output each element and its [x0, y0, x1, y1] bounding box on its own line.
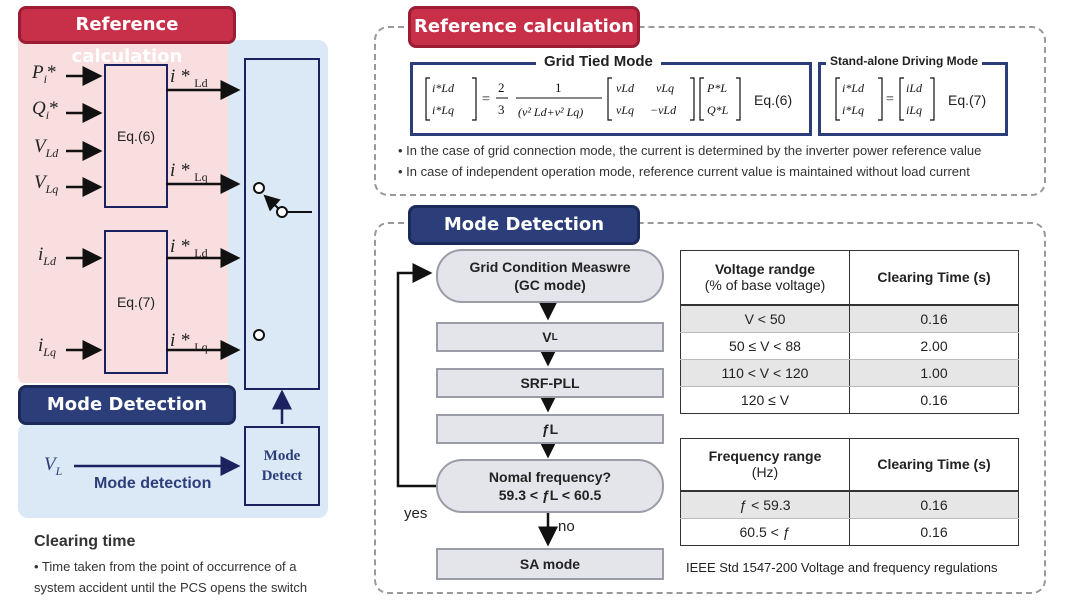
- frequency-table-header-range: Frequency range (Hz): [680, 438, 850, 492]
- eq7-label: Eq.(7): [116, 294, 156, 310]
- switch-pivot: [276, 206, 288, 218]
- mode-detection-label: Mode detection: [94, 475, 212, 492]
- sa-mode-node: SA mode: [436, 548, 664, 580]
- mode-detect-block: Mode Detect: [244, 426, 320, 506]
- svg-text:−vLd: −vLd: [650, 103, 677, 117]
- mode-detect-line2: Detect: [261, 468, 303, 484]
- svg-text:i*Ld: i*Ld: [842, 81, 865, 95]
- frequency-table: Frequency range (Hz) Clearing Time (s) ƒ…: [680, 438, 1019, 546]
- equation-6-number: Eq.(6): [754, 92, 793, 108]
- clearing-time-text-2: system accident until the PCS opens the …: [34, 580, 308, 595]
- mode-detect-line1: Mode: [263, 448, 301, 464]
- clearing-time-text-1: • Time taken from the point of occurrenc…: [34, 559, 297, 574]
- svg-text:vLq: vLq: [616, 103, 634, 117]
- right-reference-title: Reference calculation: [408, 6, 640, 48]
- normal-frequency-node: Nomal frequency? 59.3 < ƒL < 60.5: [436, 459, 664, 513]
- svg-text:3: 3: [498, 102, 505, 117]
- input-ild: iLd: [38, 244, 56, 268]
- clearing-time-title: Clearing time: [34, 533, 136, 550]
- svg-text:P*L: P*L: [706, 81, 727, 95]
- output-ilq-ref-1: i * Lq: [170, 160, 208, 184]
- ieee-caption: IEEE Std 1547-200 Voltage and frequency …: [686, 560, 998, 575]
- switch-contact-top: [253, 182, 265, 194]
- input-ilq: iLq: [38, 335, 56, 359]
- reference-bullet-2: • In case of independent operation mode,…: [398, 164, 970, 179]
- grid-tied-label: Grid Tied Mode: [536, 53, 661, 70]
- input-vlq: VLq: [34, 172, 59, 196]
- flow-yes-label: yes: [404, 505, 428, 522]
- svg-text:Q*L: Q*L: [707, 103, 729, 117]
- output-ild-ref-1: i * Ld: [170, 66, 208, 90]
- flow-no-label: no: [558, 518, 575, 535]
- svg-text:1: 1: [555, 80, 562, 95]
- equation-7-graphic: i*Ld i*Lq = iLd iLq: [835, 77, 935, 121]
- svg-text:iLd: iLd: [906, 81, 923, 95]
- equation-7: i*Ld i*Lq = iLd iLq Eq.(7): [830, 72, 1002, 126]
- svg-text:vLd: vLd: [616, 81, 635, 95]
- input-q: Qi*: [32, 98, 59, 122]
- left-reference-title: Reference calculation: [18, 6, 236, 67]
- svg-text:iLq: iLq: [906, 103, 922, 117]
- input-p: Pi*: [32, 62, 57, 86]
- svg-text:i*Ld: i*Ld: [432, 81, 455, 95]
- reference-bullet-1: • In the case of grid connection mode, t…: [398, 143, 982, 158]
- svg-text:i*Lq: i*Lq: [842, 103, 864, 117]
- voltage-table-header-time: Clearing Time (s): [849, 250, 1019, 306]
- equation-6: i*Ld i*Lq = 2 3 1 (v² Ld+v² Lq) vLd vLq …: [420, 72, 804, 126]
- eq6-label: Eq.(6): [116, 128, 156, 144]
- standalone-label: Stand-alone Driving Mode: [826, 54, 983, 68]
- switch-blade: [263, 194, 281, 212]
- output-ild-ref-2: i * Ld: [170, 236, 208, 260]
- mode-detection-frame: [374, 222, 1046, 594]
- mode-input-vl: VL: [44, 454, 63, 478]
- voltage-table-header-range: Voltage randge (% of base voltage): [680, 250, 850, 306]
- flowchart-lines: [396, 263, 558, 547]
- voltage-table: Voltage randge (% of base voltage) Clear…: [680, 250, 1019, 414]
- right-mode-detection-title: Mode Detection: [408, 205, 640, 245]
- left-mode-detection-title: Mode Detection: [18, 385, 236, 425]
- svg-text:(v² Ld+v² Lq): (v² Ld+v² Lq): [518, 105, 583, 119]
- equation-7-number: Eq.(7): [948, 92, 987, 108]
- svg-text:=: =: [482, 92, 490, 107]
- svg-text:i*Lq: i*Lq: [432, 103, 454, 117]
- svg-text:=: =: [886, 92, 894, 107]
- equation-6-graphic: i*Ld i*Lq = 2 3 1 (v² Ld+v² Lq) vLd vLq …: [425, 77, 741, 121]
- reference-calc-frame: [374, 26, 1046, 196]
- left-diagram-lines: [66, 66, 312, 476]
- srf-pll-node: SRF-PLL: [436, 368, 664, 398]
- svg-text:2: 2: [498, 80, 505, 95]
- frequency-table-header-time: Clearing Time (s): [849, 438, 1019, 492]
- svg-text:vLq: vLq: [656, 81, 674, 95]
- eq6-block: Eq.(6): [104, 64, 168, 208]
- switch-contact-bottom: [253, 329, 265, 341]
- eq7-block: Eq.(7): [104, 230, 168, 374]
- input-vld: VLd: [34, 136, 59, 160]
- gc-mode-node: Grid Condition Measwre (GC mode): [436, 249, 664, 303]
